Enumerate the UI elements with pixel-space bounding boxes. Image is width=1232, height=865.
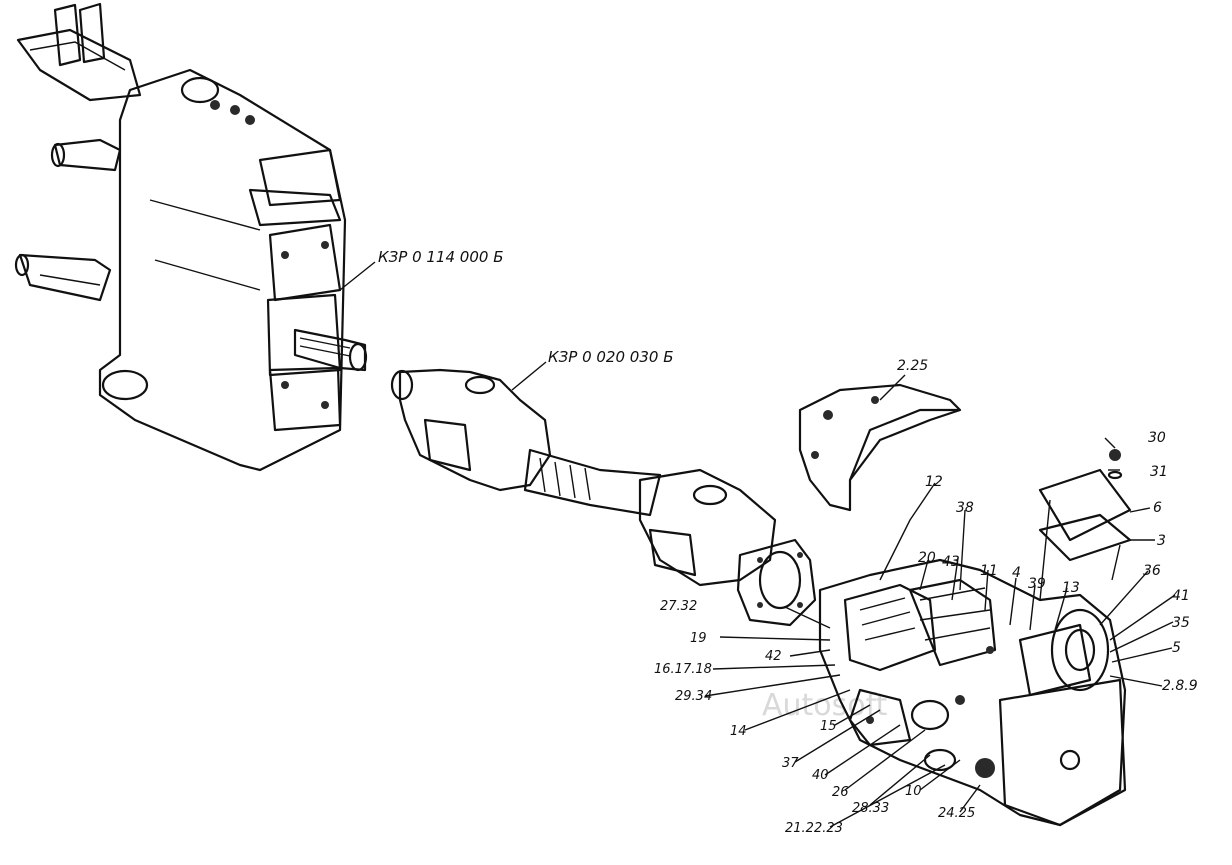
- callout-4: 4: [1012, 565, 1021, 581]
- callout-20: 20: [918, 550, 936, 566]
- callout-40: 40: [812, 768, 829, 783]
- callout-14: 14: [730, 724, 747, 739]
- callout-6: 6: [1153, 500, 1162, 516]
- callout-31: 31: [1150, 464, 1168, 480]
- gearbox-housing: [14, 2, 368, 472]
- watermark-text: Autosoft: [762, 688, 888, 723]
- labels: КЗР 0 114 000 Б КЗР 0 020 030 Б 2.25 12 …: [378, 248, 1198, 836]
- callout-42: 42: [765, 649, 782, 664]
- callout-11: 11: [980, 563, 998, 579]
- callout-5: 5: [1172, 640, 1181, 656]
- cardan-shaft-designation: КЗР 0 020 030 Б: [548, 348, 673, 366]
- callout-2-8-9: 2.8.9: [1162, 678, 1198, 694]
- callout-36: 36: [1143, 563, 1161, 579]
- callout-2-25: 2.25: [897, 358, 928, 374]
- drive-unit: [818, 558, 1127, 827]
- callout-38: 38: [956, 500, 974, 516]
- plate-parts: [1038, 449, 1132, 601]
- callout-16-17-18: 16.17.18: [654, 662, 712, 677]
- guard-cover: [798, 383, 962, 512]
- callout-41: 41: [1172, 588, 1190, 604]
- callout-15: 15: [820, 719, 837, 734]
- callout-24-25: 24.25: [938, 806, 975, 821]
- gearbox-designation: КЗР 0 114 000 Б: [378, 248, 503, 266]
- callout-43: 43: [942, 554, 960, 570]
- cardan-shaft: [390, 368, 817, 627]
- leader-lines: [339, 261, 1176, 828]
- callout-30: 30: [1148, 430, 1166, 446]
- callout-12: 12: [925, 474, 943, 490]
- callout-21-22-23: 21.22.23: [785, 821, 843, 836]
- callout-35: 35: [1172, 615, 1190, 631]
- callout-10: 10: [905, 784, 922, 799]
- callout-13: 13: [1062, 580, 1080, 596]
- callout-27-32: 27.32: [660, 599, 697, 614]
- callout-28-33: 28.33: [852, 801, 889, 816]
- callout-39: 39: [1028, 576, 1046, 592]
- callout-29-34: 29.34: [675, 689, 712, 704]
- callout-19: 19: [690, 631, 707, 646]
- callout-26: 26: [832, 785, 849, 800]
- callout-3: 3: [1157, 533, 1166, 549]
- callout-37: 37: [782, 756, 799, 771]
